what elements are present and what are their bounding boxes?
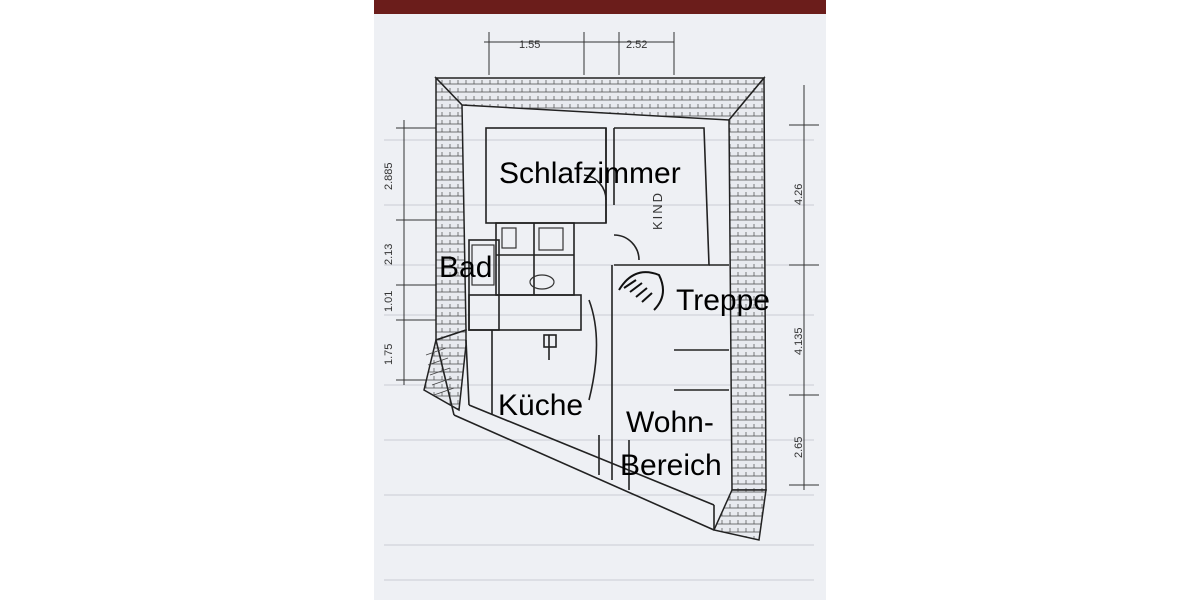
label-bad: Bad	[439, 251, 493, 284]
label-treppe: Treppe	[676, 284, 770, 317]
dim-left-2: 2.13	[383, 244, 395, 265]
label-wohn: Wohn-	[626, 406, 714, 439]
kind-room-label: KIND	[650, 191, 665, 230]
dim-right-1: 4.26	[793, 184, 805, 205]
outer-walls	[423, 75, 767, 541]
floor-plan-photo: 1.55 2.52 2.885 2.13 1.01 1.75 4.26 4.13…	[374, 0, 826, 600]
label-bereich: Bereich	[620, 449, 722, 482]
stair-hatching	[425, 347, 455, 396]
label-schlafzimmer: Schlafzimmer	[499, 157, 681, 190]
interior-walls	[435, 127, 729, 531]
dim-top-right: 2.52	[626, 39, 647, 51]
dim-top-left: 1.55	[519, 39, 540, 51]
staircase	[618, 271, 664, 311]
dim-left-4: 1.75	[383, 344, 395, 365]
dim-right-3: 2.65	[793, 437, 805, 458]
floor-plan-drawing: 1.55 2.52 2.885 2.13 1.01 1.75 4.26 4.13…	[383, 32, 819, 581]
dim-left-1: 2.885	[383, 162, 395, 190]
table-edge	[374, 0, 826, 14]
label-kueche: Küche	[498, 389, 584, 422]
dim-left-3: 1.01	[383, 291, 395, 312]
dim-right-2: 4.135	[793, 327, 805, 355]
sanitary-fixtures	[471, 227, 564, 290]
